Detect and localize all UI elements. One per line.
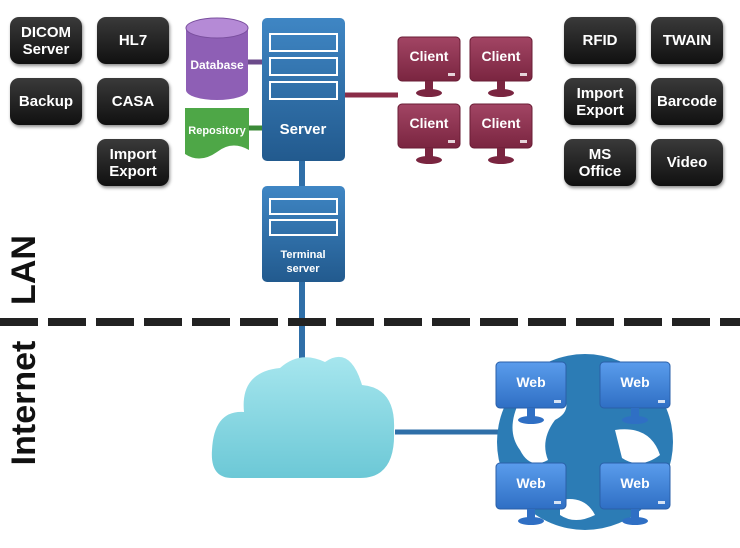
web-monitor-4: Web [599, 462, 671, 525]
web-monitor-1-label: Web [516, 374, 545, 390]
tile-rfid-label: RFID [582, 32, 618, 49]
tile-barcode: Barcode [651, 78, 723, 125]
tile-backup-label: Backup [18, 93, 74, 110]
client-monitor-1: Client [397, 36, 461, 97]
tile-casa: CASA [97, 78, 169, 125]
tile-backup: Backup [10, 78, 82, 125]
client-monitor-2: Client [469, 36, 533, 97]
internet-label: Internet [5, 340, 43, 466]
client-monitor-3-label: Client [410, 115, 449, 131]
server-label: Server [280, 121, 327, 138]
server-icon [262, 18, 345, 161]
client-monitor-2-label: Client [482, 48, 521, 64]
terminal-server-icon [262, 186, 345, 282]
tile-barcode-label: Barcode [656, 93, 718, 110]
client-monitor-1-label: Client [410, 48, 449, 64]
web-monitor-2: Web [599, 361, 671, 424]
client-monitor-4: Client [469, 103, 533, 164]
web-monitor-3: Web [495, 462, 567, 525]
database-label: Database [190, 58, 244, 72]
database-icon [185, 17, 249, 100]
tile-video: Video [651, 139, 723, 186]
tile-video-label: Video [666, 154, 708, 171]
web-monitor-3-label: Web [516, 475, 545, 491]
tile-casa-label: CASA [111, 93, 155, 110]
tile-twain-label: TWAIN [662, 32, 712, 49]
tile-rfid: RFID [564, 17, 636, 64]
web-monitor-1: Web [495, 361, 567, 424]
repository-label: Repository [188, 125, 246, 137]
terminal-label-line2: server [286, 263, 320, 275]
client-monitor-4-label: Client [482, 115, 521, 131]
terminal-label-line1: Terminal [280, 249, 325, 261]
client-monitor-3: Client [397, 103, 461, 164]
tile-twain: TWAIN [651, 17, 723, 64]
tile-hl7-label: HL7 [118, 32, 148, 49]
cloud-icon [211, 356, 395, 478]
tile-hl7: HL7 [97, 17, 169, 64]
web-monitor-4-label: Web [620, 475, 649, 491]
web-monitor-2-label: Web [620, 374, 649, 390]
repository-icon [185, 108, 249, 159]
lan-label: LAN [5, 235, 43, 305]
